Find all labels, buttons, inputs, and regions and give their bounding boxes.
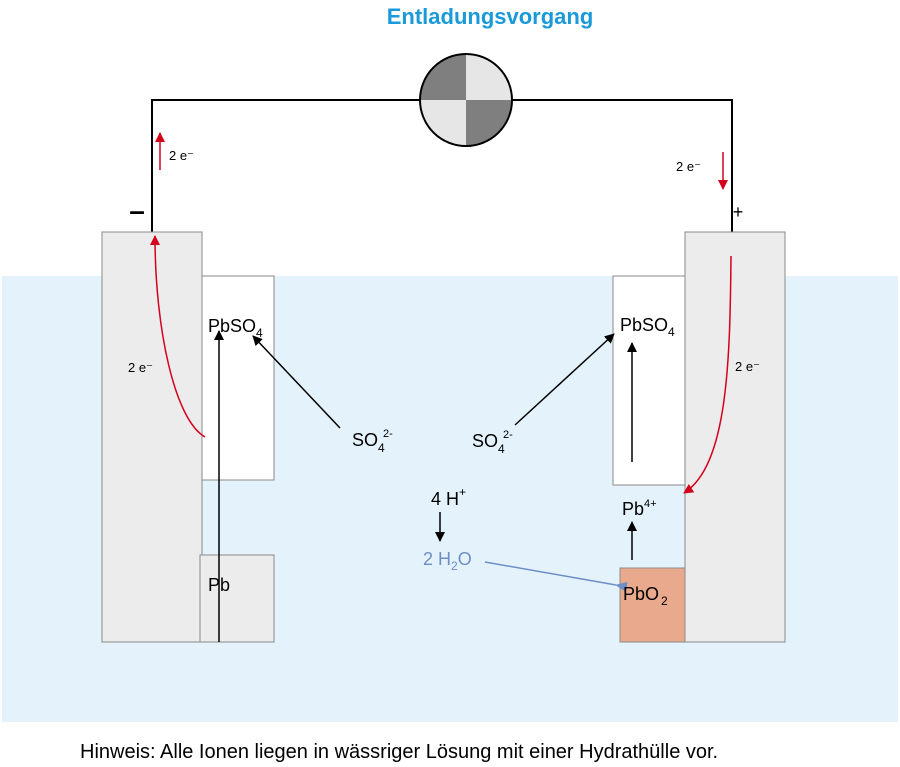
arrow-pbo2-to-water bbox=[484, 561, 628, 592]
pbso4-label-left: PbSO4 bbox=[208, 316, 263, 340]
hydration-note: Hinweis: Alle Ionen liegen in wässriger … bbox=[80, 741, 718, 763]
electron-label-right: 2 e⁻ bbox=[735, 359, 760, 374]
pb-box bbox=[199, 554, 275, 643]
so4-label-left: SO4 bbox=[352, 430, 385, 455]
pb4-label: Pb4+ bbox=[622, 498, 657, 519]
negative-electrode bbox=[101, 231, 203, 643]
lamp-icon bbox=[419, 53, 513, 147]
so4-charge-right: 2- bbox=[503, 429, 513, 441]
pbso4-box-right bbox=[612, 275, 686, 486]
so4-charge-left: 2- bbox=[383, 428, 393, 440]
positive-sign: + bbox=[733, 202, 744, 222]
pbso4-box-left bbox=[201, 275, 275, 481]
electron-label-top-left: 2 e⁻ bbox=[169, 148, 194, 163]
negative-sign: – bbox=[129, 195, 145, 226]
hydrogen-ion-label: 4 H+ bbox=[431, 485, 466, 509]
electron-arrow-right bbox=[683, 255, 732, 494]
electron-arrow-left bbox=[150, 235, 206, 438]
positive-electrode bbox=[684, 231, 786, 643]
water-label: 2 H2O bbox=[423, 549, 472, 573]
diagram-title: Entladungsvorgang bbox=[387, 4, 594, 29]
pbso4-label-right: PbSO4 bbox=[620, 315, 675, 339]
circuit-wire bbox=[151, 99, 733, 236]
electron-label-top-right: 2 e⁻ bbox=[676, 159, 701, 174]
pb-label: Pb bbox=[208, 575, 230, 595]
arrow-so4-to-pbso4-left bbox=[252, 335, 341, 429]
electron-label-left: 2 e⁻ bbox=[128, 360, 153, 375]
so4-label-right: SO4 bbox=[472, 431, 505, 456]
pbo2-box bbox=[619, 567, 686, 643]
arrow-so4-to-pbso4-right bbox=[514, 333, 615, 426]
